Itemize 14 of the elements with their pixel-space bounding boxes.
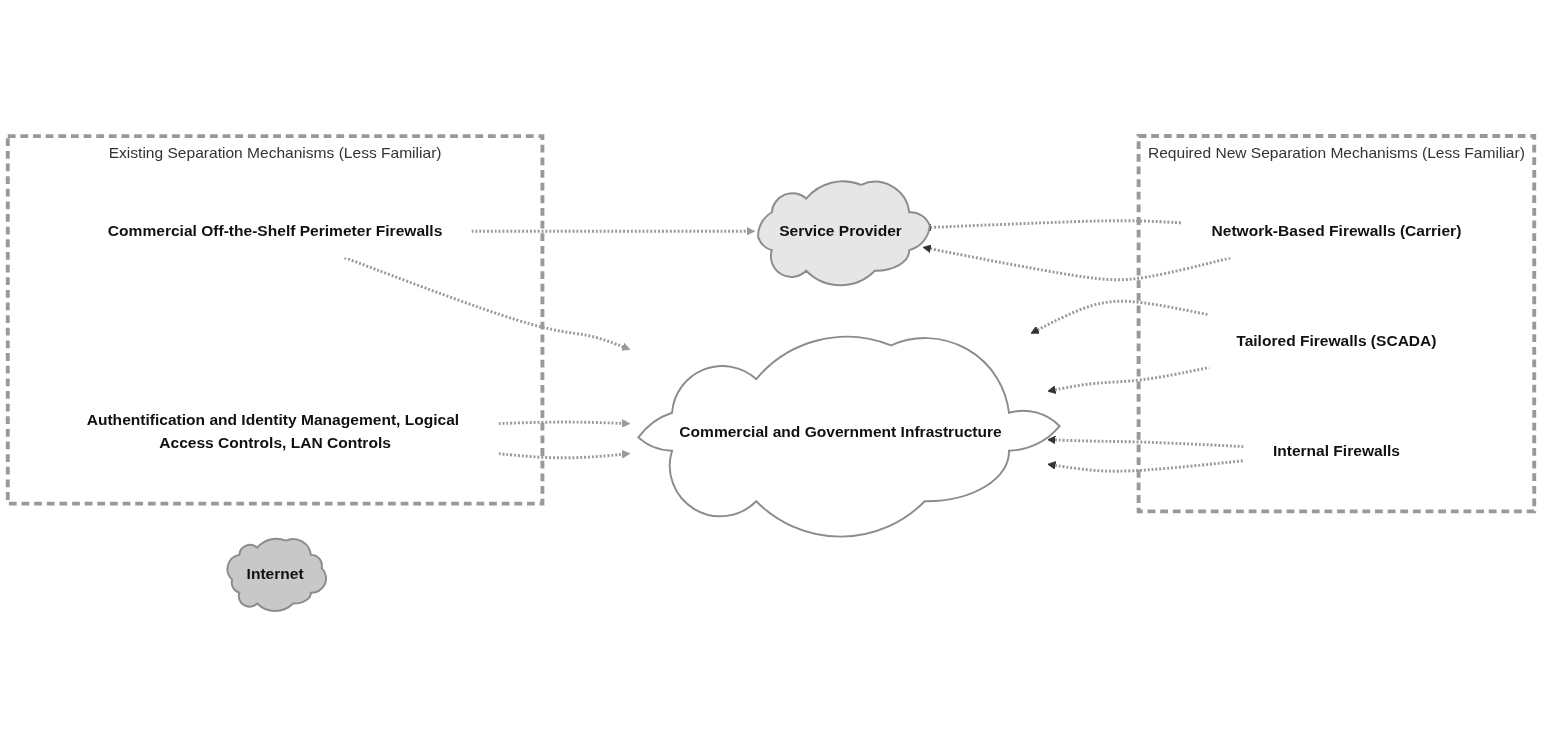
arrow	[498, 419, 631, 428]
arrow	[922, 244, 1233, 282]
node-text: Commercial Off-the-Shelf Perimeter Firewalls	[107, 222, 443, 240]
arrow	[1047, 435, 1244, 449]
arrow	[498, 450, 631, 460]
node-text: Network-Based Firewalls (Carrier)	[1211, 222, 1462, 239]
arrow	[344, 256, 631, 351]
arrow	[1047, 459, 1244, 473]
arrow	[1030, 299, 1210, 334]
arrow	[471, 226, 756, 236]
node-text: Tailored Firewalls (SCADA)	[1236, 332, 1437, 349]
arrow	[1047, 366, 1210, 394]
node-text: Internal Firewalls	[1272, 442, 1400, 459]
node-text: Authentification and Identity Management, Logical Access Controls, LAN Controls	[86, 411, 460, 452]
